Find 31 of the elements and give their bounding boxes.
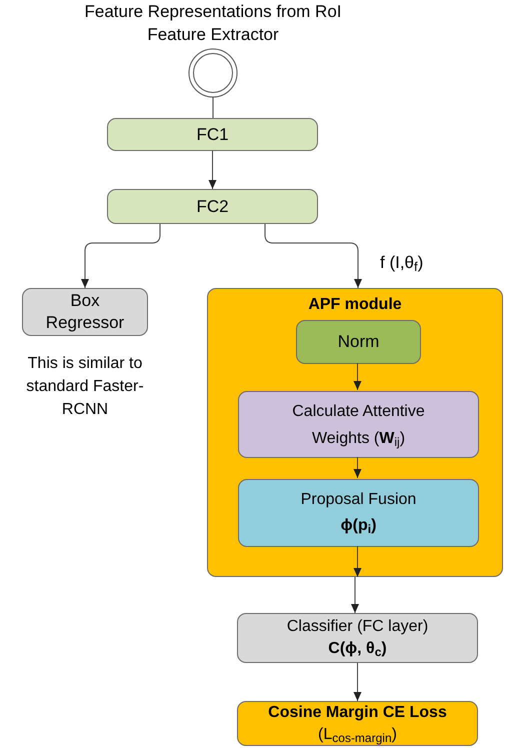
box-label: (L$_{cos-margin}$) [318, 724, 397, 746]
module-title: APF module [307, 295, 403, 315]
box-label: C(ϕ, θ$_{c}$) [328, 639, 387, 660]
box-label: Cosine Margin CE Loss [268, 702, 447, 722]
layer-box [107, 118, 318, 151]
layer-box [107, 189, 318, 224]
process-box [237, 613, 478, 663]
arrow [351, 576, 359, 614]
module-panel [207, 288, 503, 577]
note-text: This is similar to standard Faster-RCNN [25, 354, 145, 420]
box-label: Calculate Attentive Weights (W$_{ij}$) [291, 402, 426, 450]
box-label: Box Regressor [46, 290, 124, 334]
process-box [296, 320, 421, 364]
process-box [22, 288, 148, 336]
arrow [354, 662, 362, 702]
process-box [237, 701, 478, 746]
box-label: FC1 [196, 124, 229, 146]
arrow [354, 362, 362, 390]
box-label: FC2 [196, 196, 229, 218]
box-label: Classifier (FC layer) [286, 617, 428, 637]
box-label: Proposal Fusion [300, 490, 416, 510]
arrow [81, 224, 160, 288]
input-label: Feature Representations from RoI Feature Extractor [83, 1, 342, 46]
arrow [354, 546, 362, 578]
process-box [238, 391, 479, 458]
arrow [264, 224, 362, 288]
arrow [208, 150, 216, 190]
box-label: Norm [338, 331, 380, 354]
process-box [238, 479, 479, 547]
arrow [354, 456, 362, 478]
box-label: ϕ(p$_{i}$) [340, 516, 376, 538]
